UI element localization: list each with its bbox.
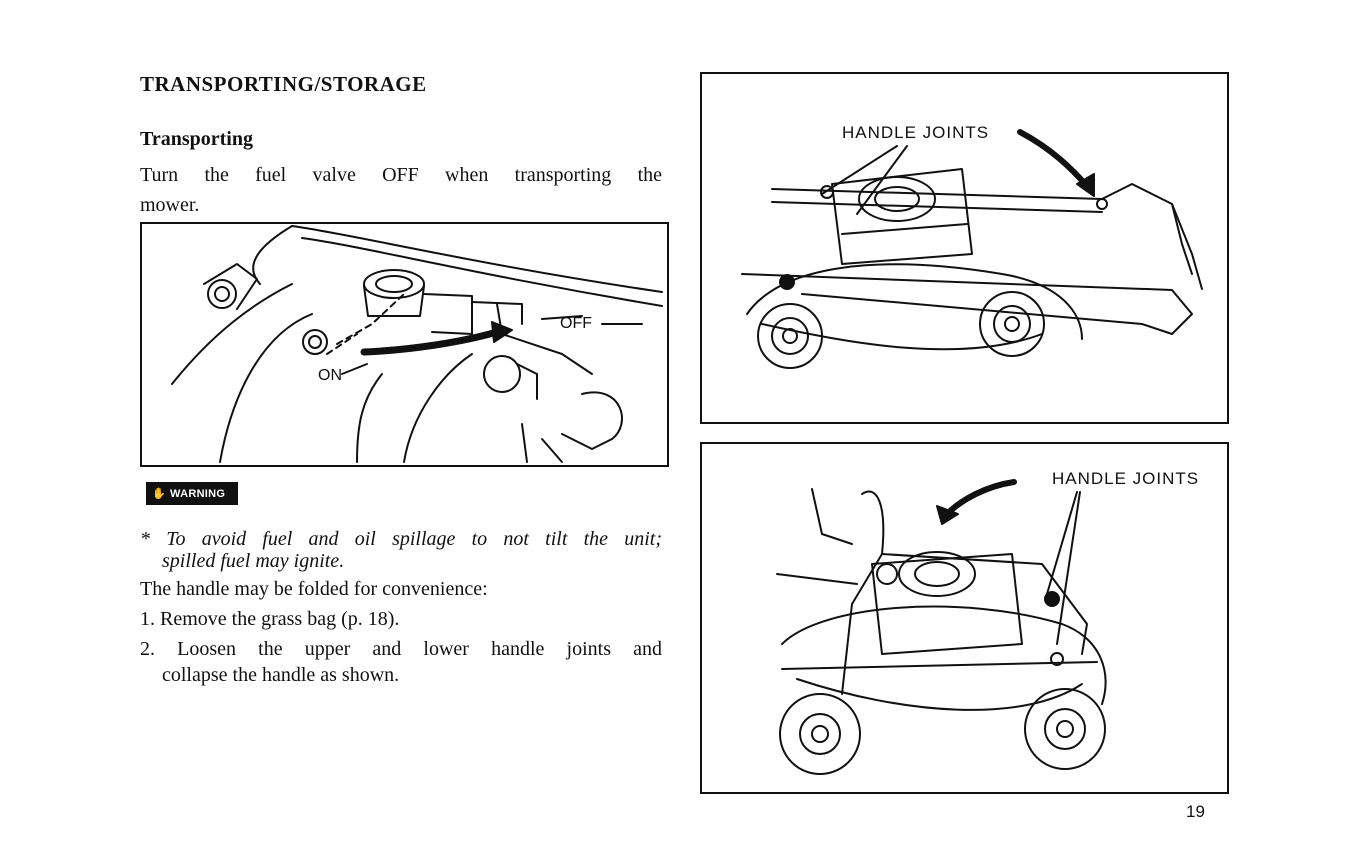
page-number: 19	[1186, 802, 1205, 821]
warning-line-2: spilled fuel may ignite.	[162, 550, 345, 572]
fuel-valve-figure: OFF ON	[140, 222, 669, 467]
handle-joints-label-top: HANDLE JOINTS	[842, 123, 989, 142]
warning-badge: ✋ WARNING	[146, 482, 238, 505]
page-title: TRANSPORTING/STORAGE	[140, 72, 427, 96]
fuel-valve-illustration: OFF ON	[171, 225, 663, 463]
fold-intro: The handle may be folded for convenience…	[140, 578, 488, 600]
step-1: 1. Remove the grass bag (p. 18).	[140, 608, 400, 630]
on-label: ON	[318, 367, 342, 384]
folded-handle-figure-bottom: HANDLE JOINTS	[700, 442, 1229, 794]
folded-handle-figure-top: HANDLE JOINTS	[700, 72, 1229, 424]
mower-folded-illustration-bottom: HANDLE JOINTS	[776, 469, 1199, 775]
off-label: OFF	[560, 315, 592, 332]
intro-line-2: mower.	[140, 194, 200, 216]
handle-joints-label-bottom: HANDLE JOINTS	[1052, 469, 1199, 488]
hand-warning-icon: ✋	[152, 488, 166, 500]
step-2-line-2: collapse the handle as shown.	[162, 664, 400, 686]
warning-label: WARNING	[170, 487, 226, 500]
warning-line-1: * To avoid fuel and oil spillage to not …	[140, 528, 662, 550]
section-subtitle: Transporting	[140, 128, 253, 150]
intro-line-1: Turn the fuel valve OFF when transportin…	[140, 164, 662, 186]
mower-folded-illustration-top: HANDLE JOINTS	[741, 123, 1203, 369]
step-2-line-1: 2. Loosen the upper and lower handle joi…	[140, 638, 662, 660]
